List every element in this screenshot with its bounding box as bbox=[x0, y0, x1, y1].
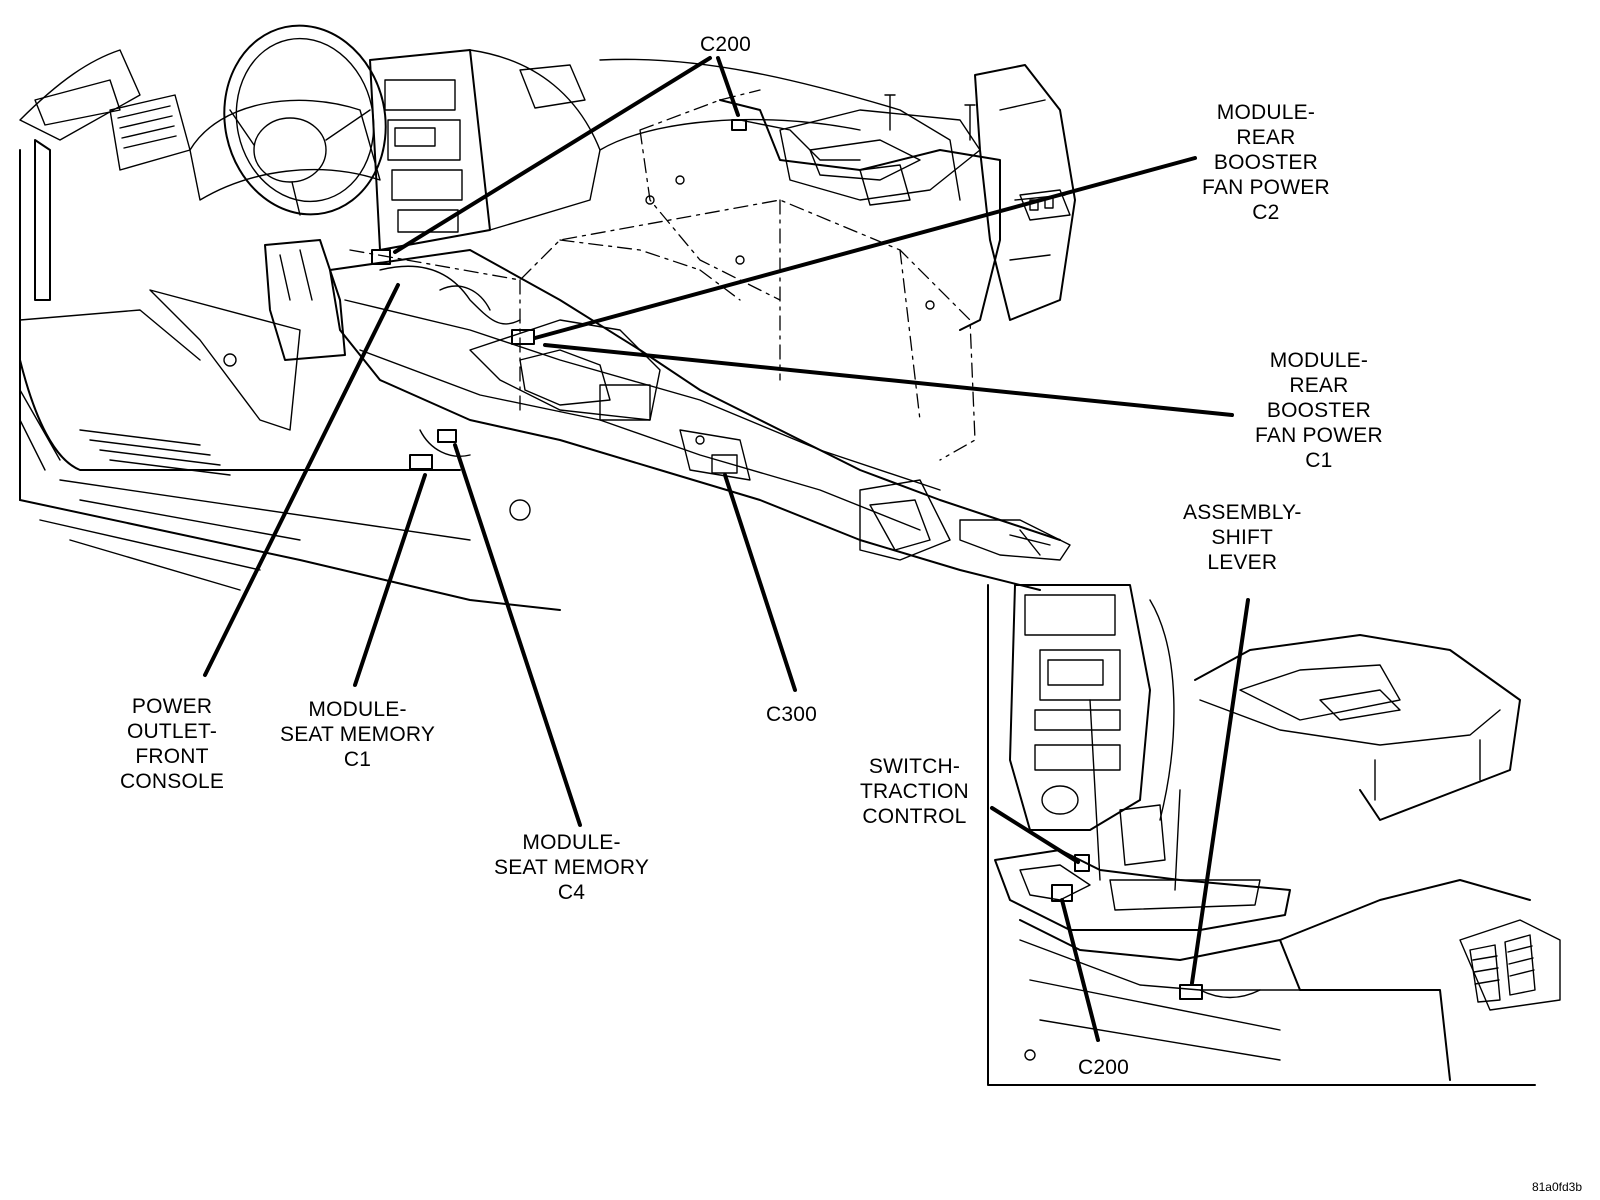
label-shift-lever: ASSEMBLY- SHIFT LEVER bbox=[1183, 501, 1302, 574]
leader-c300 bbox=[723, 473, 797, 692]
label-c200-bottom: C200 bbox=[1078, 1056, 1130, 1079]
label-rear-booster-c2: MODULE- REAR BOOSTER FAN POWER C2 bbox=[1202, 101, 1330, 224]
leader-shift-lever bbox=[1190, 598, 1250, 985]
leader-booster-c1 bbox=[543, 343, 1234, 417]
main-view-drawing bbox=[19, 24, 1076, 611]
inset-view-drawing bbox=[987, 584, 1561, 1086]
leader-power-outlet bbox=[203, 283, 400, 677]
label-c200-top: C200 bbox=[700, 33, 752, 56]
label-c300: C300 bbox=[766, 703, 818, 726]
label-power-outlet: POWER OUTLET- FRONT CONSOLE bbox=[120, 695, 225, 793]
label-seat-memory-c4: MODULE- SEAT MEMORY C4 bbox=[494, 831, 650, 904]
leader-seat-memory-c1 bbox=[353, 473, 427, 687]
label-seat-memory-c1: MODULE- SEAT MEMORY C1 bbox=[280, 698, 436, 771]
label-traction-control: SWITCH- TRACTION CONTROL bbox=[860, 755, 969, 828]
leader-seat-memory-c4 bbox=[453, 443, 582, 827]
leader-c200-b bbox=[393, 56, 712, 254]
leader-c200-bottom bbox=[1060, 898, 1100, 1042]
leader-traction-control bbox=[990, 806, 1080, 864]
leader-booster-c2 bbox=[533, 156, 1197, 340]
leader-lines bbox=[203, 56, 1250, 1042]
leader-c200-a bbox=[716, 56, 740, 117]
figure-code: 81a0fd3b bbox=[1531, 1180, 1582, 1194]
label-rear-booster-c1: MODULE- REAR BOOSTER FAN POWER C1 bbox=[1255, 349, 1383, 472]
